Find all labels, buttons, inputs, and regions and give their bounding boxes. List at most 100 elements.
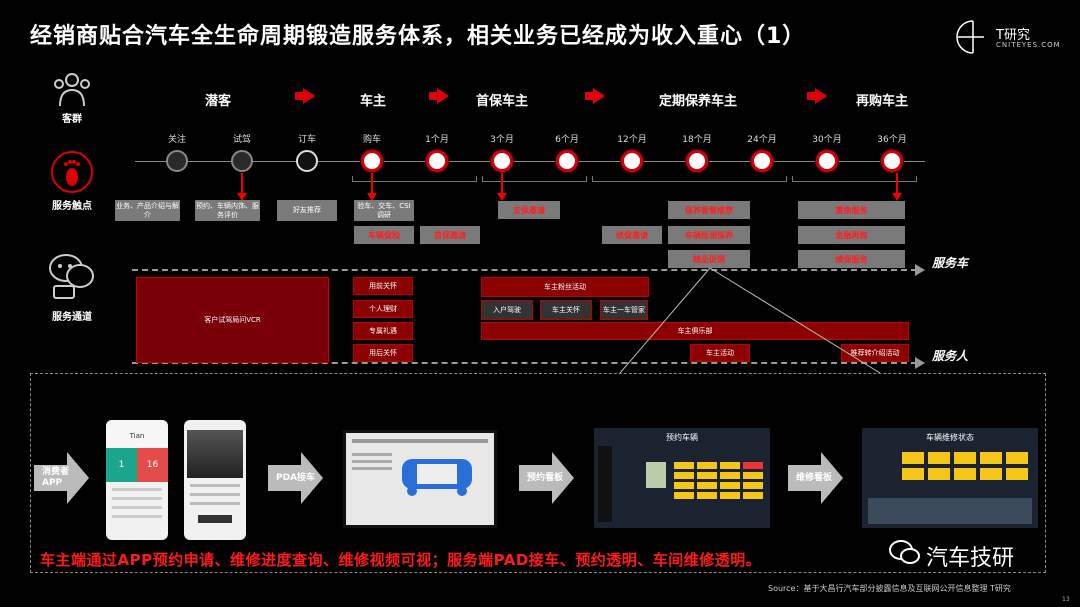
lane-label-vehicle: 服务车 xyxy=(932,256,969,270)
system-flow-panel xyxy=(30,373,1046,573)
phone-screenshot-app: Tian 1 16 xyxy=(106,420,168,540)
channel-activity2: 车主活动 xyxy=(690,344,750,362)
timeline-label: 30个月 xyxy=(812,135,842,145)
people-group-icon xyxy=(54,73,90,107)
lane-label-person: 服务人 xyxy=(932,349,969,363)
car-diagram-icon xyxy=(402,459,472,496)
timeline-node xyxy=(296,150,318,172)
timeline-label: 12个月 xyxy=(617,135,647,145)
logo-icon xyxy=(956,20,984,54)
channel-item: 车主关怀 xyxy=(540,300,592,320)
channel-item: 个人理财 xyxy=(353,300,413,318)
touchpoint-red: 首保邀请 xyxy=(420,226,480,244)
touchpoint-red: 续保服务 xyxy=(798,250,905,268)
timeline-node xyxy=(556,150,578,172)
vehicle-lane-line xyxy=(132,269,917,271)
stage-arrow-3 xyxy=(585,88,605,104)
stat-red: 16 xyxy=(137,448,168,482)
down-arrow-icon xyxy=(367,173,377,201)
pda-screenshot xyxy=(343,430,497,528)
timeline-label: 3个月 xyxy=(490,135,514,145)
timeline-node xyxy=(621,150,643,172)
timeline-node xyxy=(361,150,383,172)
timeline-label: 关注 xyxy=(167,135,186,145)
channel-item: 入户驾驶 xyxy=(481,300,533,320)
side-label-customers: 客群 xyxy=(62,114,82,125)
person-lane-line xyxy=(132,362,917,364)
board-title: 预约车辆 xyxy=(666,433,698,442)
timeline-label: 购车 xyxy=(362,135,381,145)
logo-name: T研究 xyxy=(996,28,1030,43)
lane-arrowhead xyxy=(915,264,925,276)
touchpoint-red: 置换服务 xyxy=(798,201,905,219)
timeline-line xyxy=(135,161,925,162)
channel-item: 用前关怀 xyxy=(353,277,413,295)
period-bracket xyxy=(592,176,787,182)
touchpoint-red: 金融再购 xyxy=(798,226,905,244)
touchpoint-box: 预约、车辆内饰、服务评价 xyxy=(195,200,260,221)
logo-subname: CNITEYES.COM xyxy=(996,41,1061,49)
stat-green: 1 xyxy=(106,448,137,482)
period-bracket xyxy=(792,176,917,182)
down-arrow-icon xyxy=(497,173,507,201)
period-bracket xyxy=(482,176,587,182)
board-title: 车辆维修状态 xyxy=(926,433,974,442)
timeline-node xyxy=(686,150,708,172)
repair-board-screenshot: 车辆维修状态 xyxy=(862,428,1038,528)
touchpoint-red: 精品促销 xyxy=(668,250,750,268)
timeline-node xyxy=(751,150,773,172)
stage-repurchase: 再购车主 xyxy=(855,94,908,109)
touchpoint-red: 车辆检测保养 xyxy=(668,226,750,244)
stage-first-service: 首保车主 xyxy=(475,94,528,109)
touchpoint-red: 车辆保险 xyxy=(354,226,414,244)
timeline-node xyxy=(491,150,513,172)
summary-text: 车主端通过APP预约申请、维修进度查询、维修视频可视；服务端PAD接车、预约透明… xyxy=(40,551,762,569)
timeline-node xyxy=(881,150,903,172)
channel-activity: 车主粉丝活动 xyxy=(481,277,649,297)
lane-arrowhead xyxy=(915,357,925,369)
stage-arrow-2 xyxy=(429,88,449,104)
appointment-board-screenshot: 预约车辆 xyxy=(594,428,770,528)
timeline-node xyxy=(231,150,253,172)
timeline-label: 1个月 xyxy=(425,135,449,145)
page-number: 13 xyxy=(1062,596,1070,603)
stage-arrow-4 xyxy=(807,88,827,104)
channel-item: 专属礼遇 xyxy=(353,322,413,340)
stage-owner: 车主 xyxy=(359,94,386,109)
timeline-node xyxy=(166,150,188,172)
down-arrow-icon xyxy=(237,173,247,201)
period-bracket xyxy=(352,176,477,182)
touchpoint-red: 续保邀请 xyxy=(602,226,662,244)
channel-club: 车主俱乐部 xyxy=(481,322,909,340)
phone-screenshot-video xyxy=(184,420,246,540)
timeline-label: 18个月 xyxy=(682,135,712,145)
timeline-label: 订车 xyxy=(297,135,316,145)
stage-regular-maintenance: 定期保养车主 xyxy=(658,94,737,109)
stage-prospect: 潜客 xyxy=(204,94,231,109)
stage-arrow-1 xyxy=(295,88,315,104)
channel-vcr: 客户试驾局问VCR xyxy=(136,277,329,363)
channel-item: 用后关怀 xyxy=(353,344,413,362)
profile-name: Tian xyxy=(106,420,168,448)
chat-icon xyxy=(49,254,94,299)
timeline-label: 24个月 xyxy=(747,135,777,145)
timeline-node xyxy=(426,150,448,172)
touchpoint-box: 验车、交车、CSI调研 xyxy=(354,200,414,221)
timeline-label: 6个月 xyxy=(555,135,579,145)
timeline-label: 36个月 xyxy=(877,135,907,145)
down-arrow-icon xyxy=(892,173,902,201)
side-label-channels: 服务通道 xyxy=(52,312,92,323)
timeline-node xyxy=(816,150,838,172)
source-note: Source：基于大昌行汽车部分披露信息及互联网公开信息整理 T研究 xyxy=(768,584,1011,593)
zoom-lines xyxy=(619,267,881,374)
touchpoint-box: 业务、产品介绍与解介 xyxy=(115,200,180,221)
brand-name: 汽车技研 xyxy=(926,546,1015,571)
footprint-icon xyxy=(51,151,93,193)
touchpoint-box: 好友推荐 xyxy=(277,200,337,221)
channel-item: 车主一车管家 xyxy=(600,300,648,320)
wechat-icon xyxy=(889,540,920,564)
touchpoint-red: 保养套餐推荐 xyxy=(668,201,750,219)
channel-recommend: 推荐转介绍活动 xyxy=(841,344,909,362)
touchpoint-red: 定保邀请 xyxy=(498,201,560,219)
page-title: 经销商贴合汽车全生命周期锻造服务体系，相关业务已经成为收入重心（1） xyxy=(30,24,806,49)
